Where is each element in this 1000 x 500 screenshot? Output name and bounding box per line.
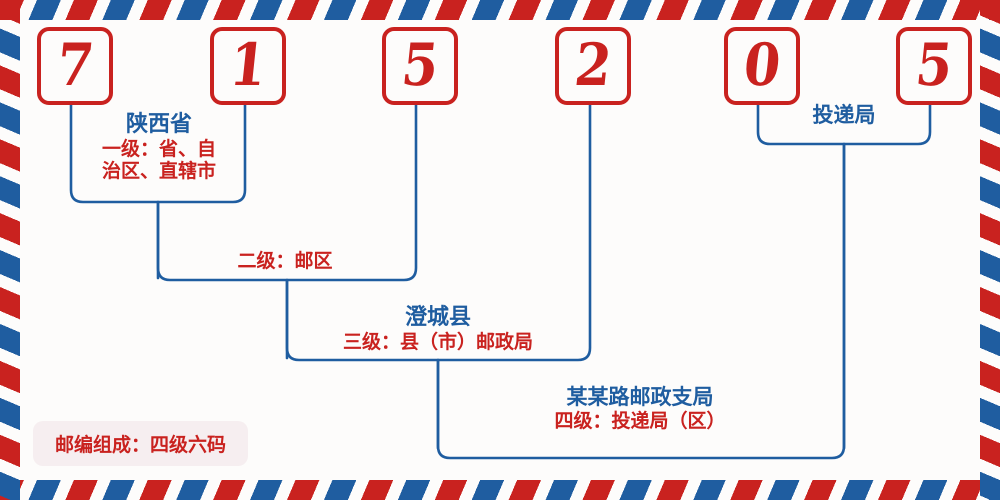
label-level4-desc: 四级：投递局（区） <box>554 409 726 432</box>
label-delivery-office: 投递局 <box>760 102 928 128</box>
envelope-inner-field <box>20 20 980 480</box>
label-level3-name: 澄城县 <box>404 304 471 330</box>
airmail-border-right <box>980 0 1000 500</box>
postal-digit-6[interactable]: 5 <box>896 27 972 105</box>
label-level1: 陕西省 一级：省、自 治区、直辖市 <box>78 111 240 183</box>
label-level1-desc-line2: 治区、直辖市 <box>101 160 216 183</box>
postal-digit-4[interactable]: 2 <box>555 27 631 105</box>
caption-badge: 邮编组成：四级六码 <box>33 421 249 466</box>
airmail-border-left <box>0 0 20 500</box>
label-delivery-office-name: 投递局 <box>812 102 876 127</box>
digit-4-glyph: 2 <box>571 31 615 100</box>
postal-digit-3[interactable]: 5 <box>382 27 458 105</box>
label-level3-desc: 三级：县（市）邮政局 <box>342 330 533 353</box>
digit-1-glyph: 7 <box>53 31 97 100</box>
digit-5-glyph: 0 <box>740 31 784 100</box>
digit-6-glyph: 5 <box>912 31 956 100</box>
label-level1-name: 陕西省 <box>125 111 192 137</box>
wire-level4-bracket <box>436 142 846 460</box>
label-level3: 澄城县 三级：县（市）邮政局 <box>288 304 588 353</box>
digit-2-glyph: 1 <box>226 31 270 100</box>
label-level4: 某某路邮政支局 四级：投递局（区） <box>455 384 825 432</box>
postal-digit-2[interactable]: 1 <box>210 27 286 105</box>
airmail-border-bottom <box>0 480 1000 500</box>
label-level2-desc: 二级：邮区 <box>237 250 333 272</box>
label-level2: 二级：邮区 <box>160 250 410 272</box>
airmail-border-top <box>0 0 1000 20</box>
postal-digit-5[interactable]: 0 <box>724 27 800 105</box>
label-level1-desc-line1: 一级：省、自 <box>101 137 216 160</box>
postal-digit-1[interactable]: 7 <box>37 27 113 105</box>
digit-3-glyph: 5 <box>398 31 442 100</box>
label-level4-name: 某某路邮政支局 <box>566 384 714 409</box>
